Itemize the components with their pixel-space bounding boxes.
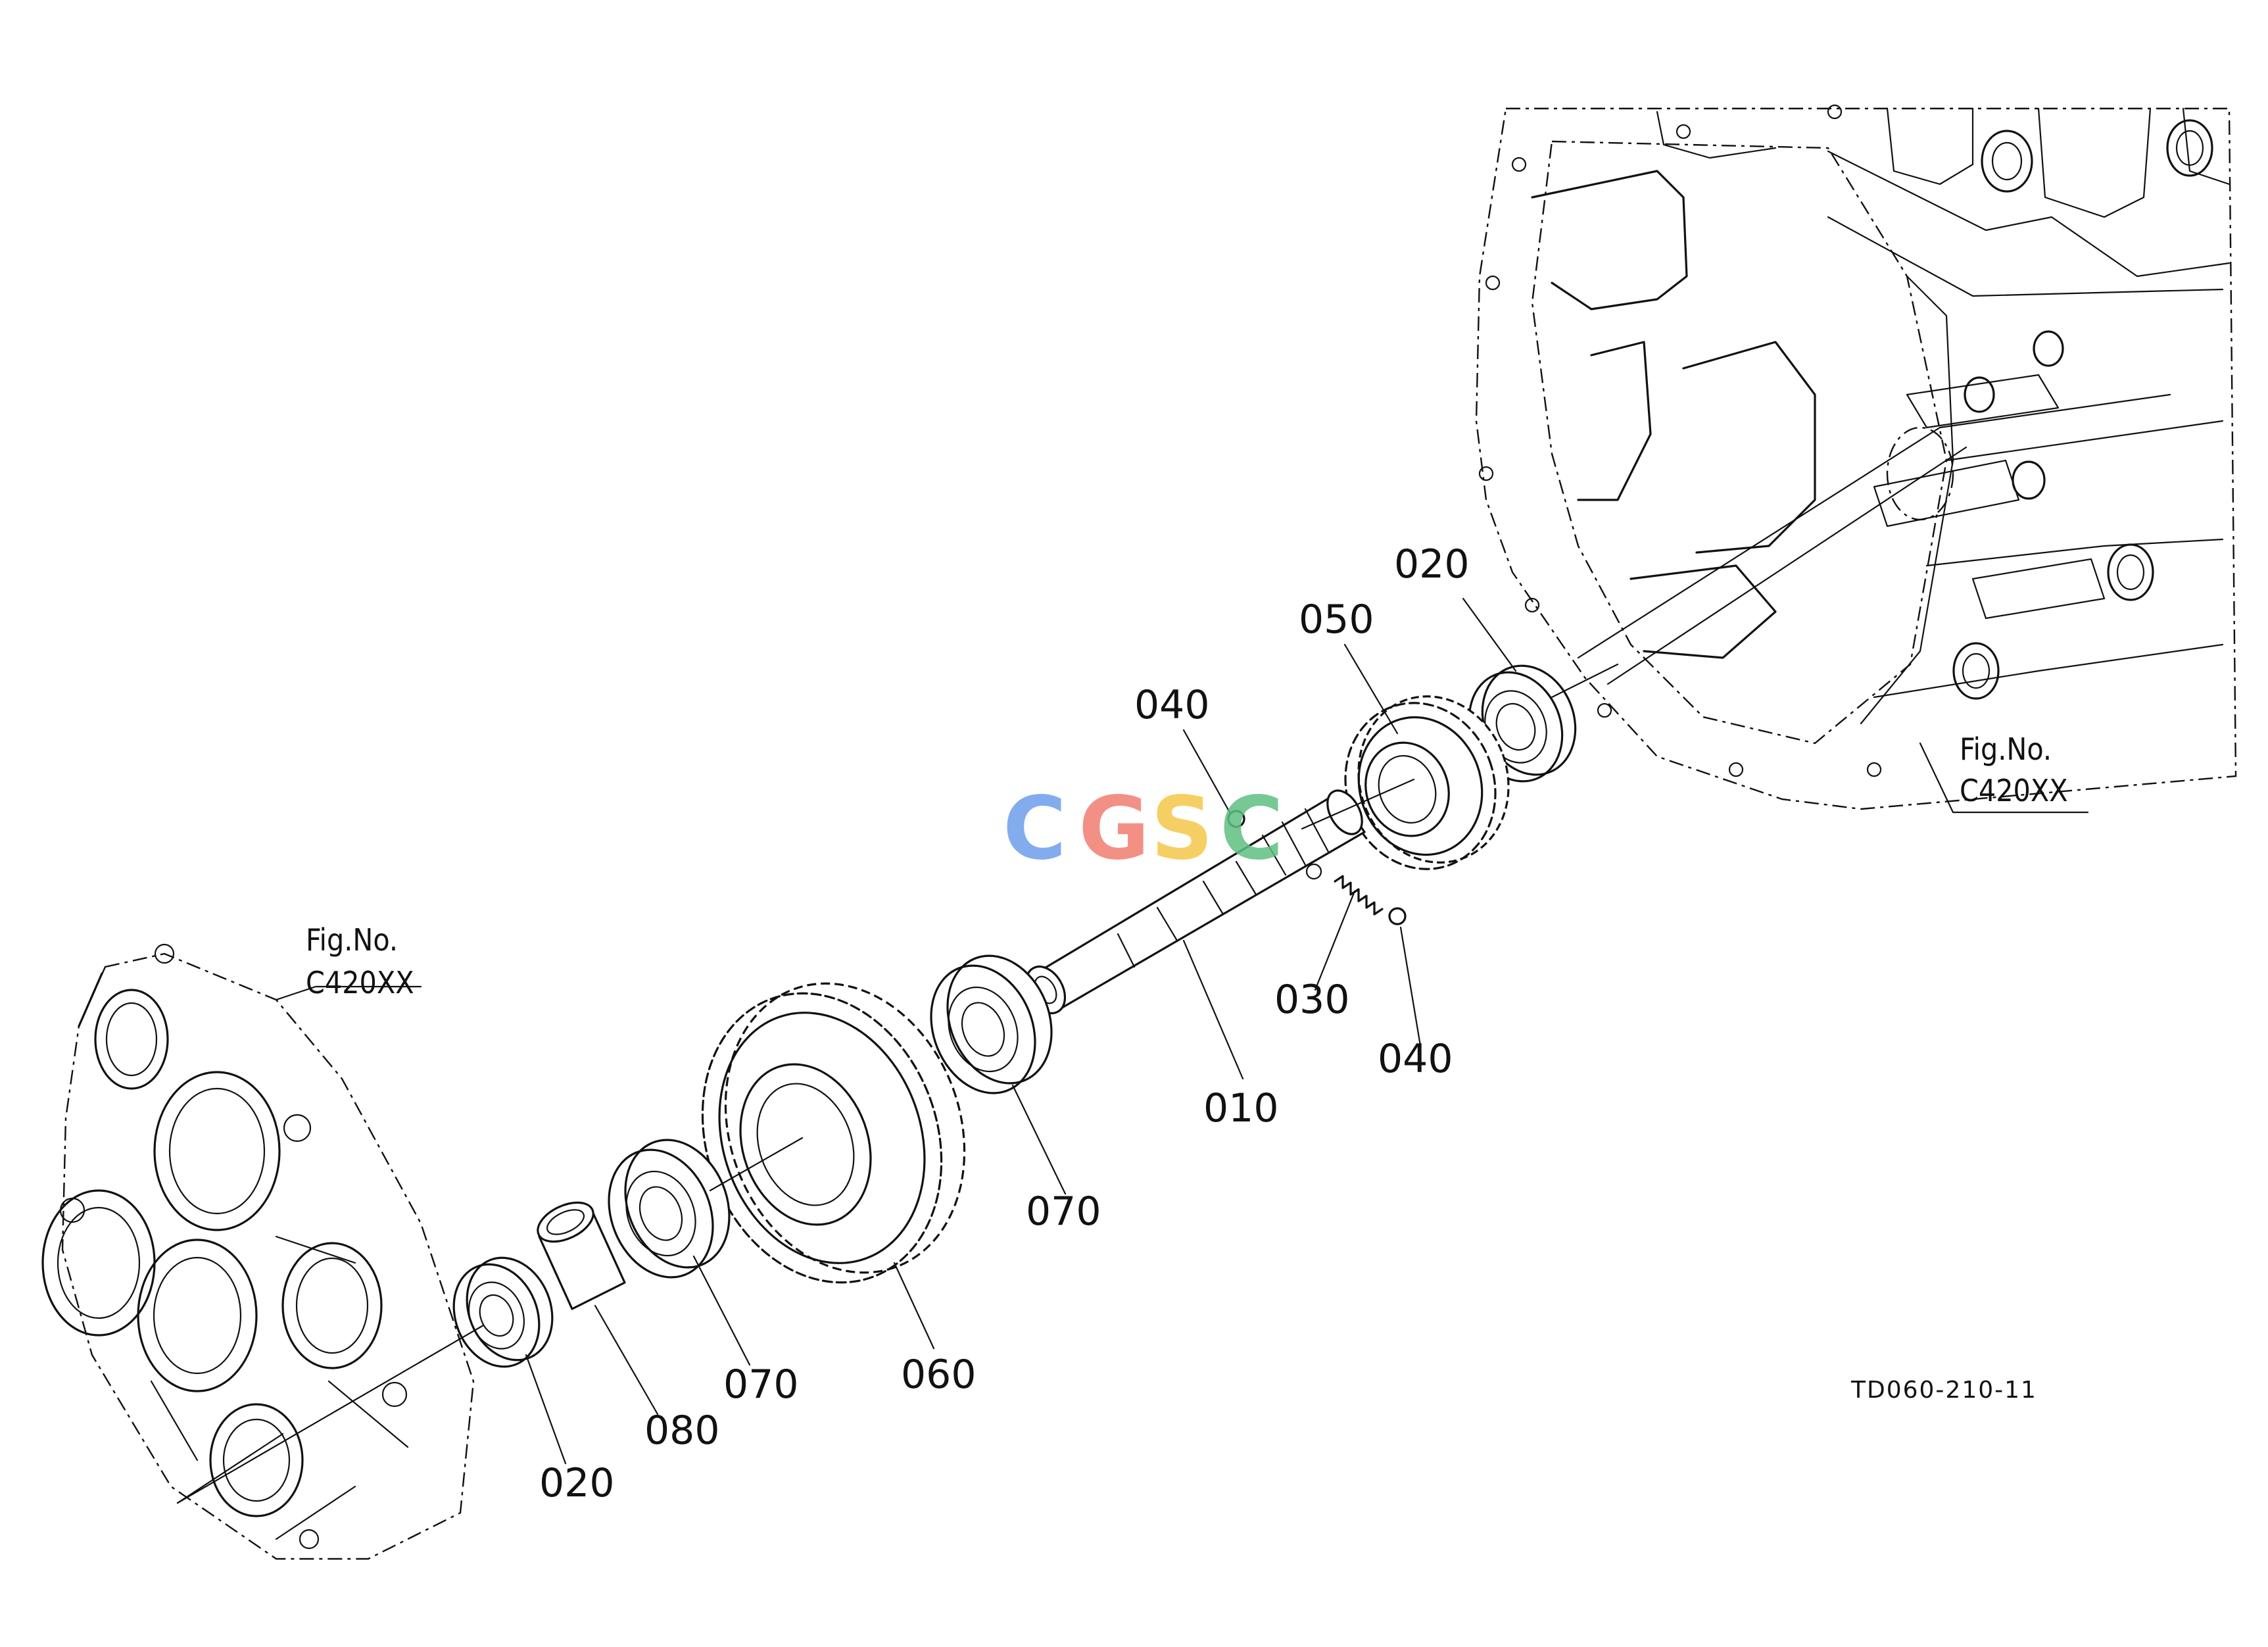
callout-070-lower: 070 [723,1362,799,1408]
figure-references: Fig.No. C420XX Fig.No. C420XX [306,731,2068,1000]
ball-bearing-lower [452,1256,554,1368]
callout-050: 050 [1299,597,1374,643]
drawing-code: TD060-210-11 [1850,1377,2037,1404]
watermark-logo: C G S C [1003,778,1284,879]
transmission-case [1475,104,2237,810]
callout-070-upper: 070 [1026,1189,1101,1235]
callout-080: 080 [644,1408,720,1454]
callout-040-upper: 040 [1134,682,1210,728]
assembly-axis-line [176,663,1619,1504]
callout-060: 060 [901,1352,977,1398]
watermark-letter-3: S [1151,778,1213,879]
gear-case-cover [41,943,475,1560]
fig-ref-right-line1: Fig.No. [1960,731,2052,767]
watermark-letter-4: C [1220,778,1284,879]
fig-ref-left-line1: Fig.No. [306,922,398,958]
callout-labels: 020 050 040 030 040 010 070 060 070 080 … [539,541,1470,1506]
callout-020-upper: 020 [1394,541,1470,587]
watermark-letter-2: G [1078,778,1149,879]
callout-030: 030 [1274,977,1350,1023]
fig-ref-left-line2: C420XX [306,965,414,1000]
ball-bearing-mid-upper [930,954,1053,1094]
callout-010: 010 [1203,1085,1279,1131]
callout-020-lower: 020 [539,1460,615,1506]
steel-balls [1227,810,1407,925]
callout-040-lower: 040 [1378,1036,1453,1082]
leader-lines [275,597,2089,1465]
fig-ref-right-line2: C420XX [1960,773,2068,808]
ball-bearing-mid-lower [608,1139,731,1279]
collar [537,1201,626,1310]
main-shaft [1025,789,1366,1014]
watermark-letter-1: C [1003,778,1067,879]
spring [1334,875,1384,916]
